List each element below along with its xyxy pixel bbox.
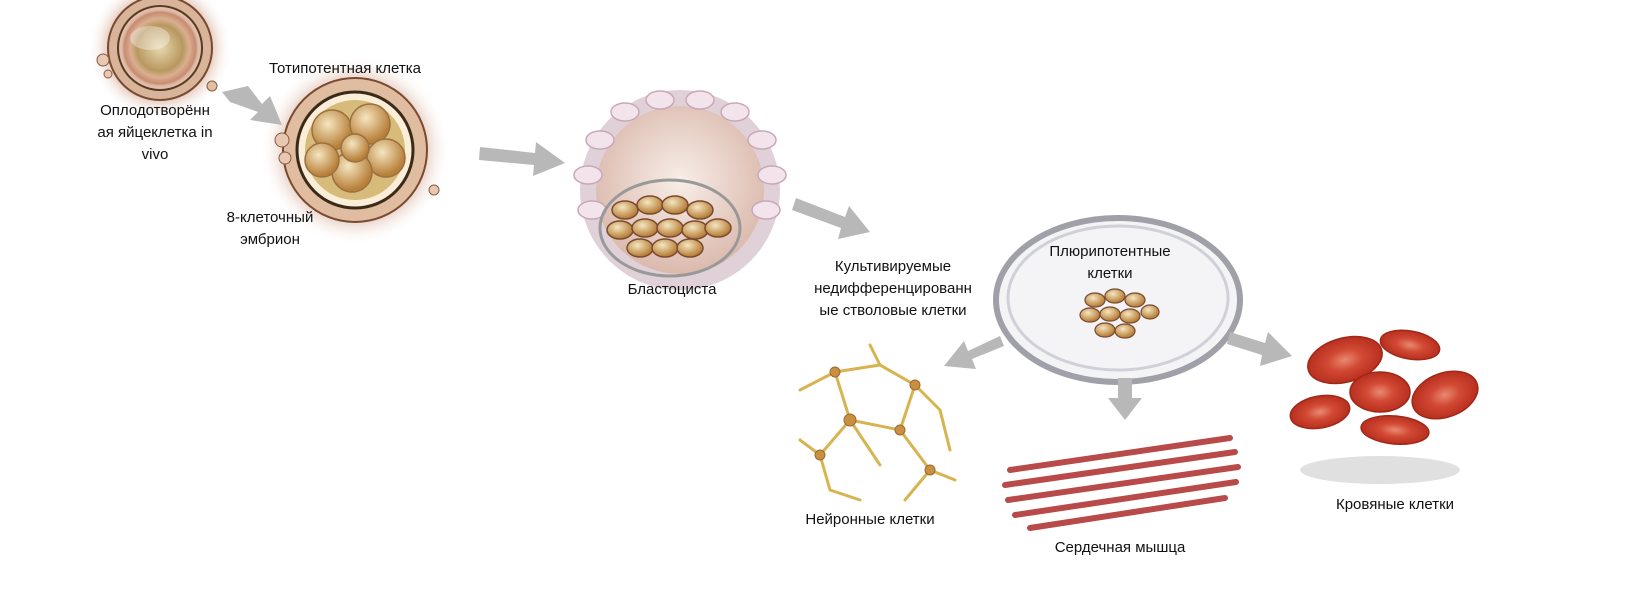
arrow-to-neurons [944,336,1004,369]
label-blastocyst: Бластоциста [627,281,717,298]
eight-cell-embryo-illustration [260,55,450,245]
arrow-embryo-to-blastocyst [479,142,565,176]
label-totipotent: Тотипотентная клетка [269,60,421,77]
arrow-to-blood [1227,332,1292,366]
label-line: Оплодотворённ [100,102,210,119]
label-line: эмбрион [240,231,300,248]
label-line: 8-клеточный [226,209,314,226]
label-line: Плюрипотентные [1049,243,1171,260]
arrows [222,86,1292,420]
label-line: клетки [1087,265,1133,282]
label-line: ые стволовые клетки [819,302,967,319]
label-pluripotent-cells: Плюрипотентные клетки [1049,241,1170,285]
label-heart-muscle: Сердечная мышца [1054,539,1186,556]
label-line: vivo [141,146,169,163]
arrow-egg-to-embryo [222,86,282,125]
arrow-blastocyst-to-culture [792,198,870,239]
label-line: ая яйцеклетка in [97,124,213,141]
label-cultured-stem-cells: Культивируемые недифференцированн ые ств… [814,256,972,322]
label-line: недифференцированн [814,280,972,297]
heart-muscle-illustration [1002,435,1241,531]
label-line: Культивируемые [834,258,952,275]
label-neuron-cells: Нейронные клетки [805,511,935,528]
label-fertilized-egg: Оплодотворённ ая яйцеклетка in vivo [97,100,212,166]
fertilized-egg-illustration [88,0,232,120]
arrow-to-muscle [1108,378,1142,420]
petri-dish-illustration [993,215,1243,385]
neuron-cells-illustration [798,343,957,502]
label-blood-cells: Кровяные клетки [1335,496,1455,513]
label-eight-cell-embryo: 8-клеточный эмбрион [227,207,314,251]
blood-cells-illustration [1289,329,1479,484]
blastocyst-illustration [573,90,787,290]
